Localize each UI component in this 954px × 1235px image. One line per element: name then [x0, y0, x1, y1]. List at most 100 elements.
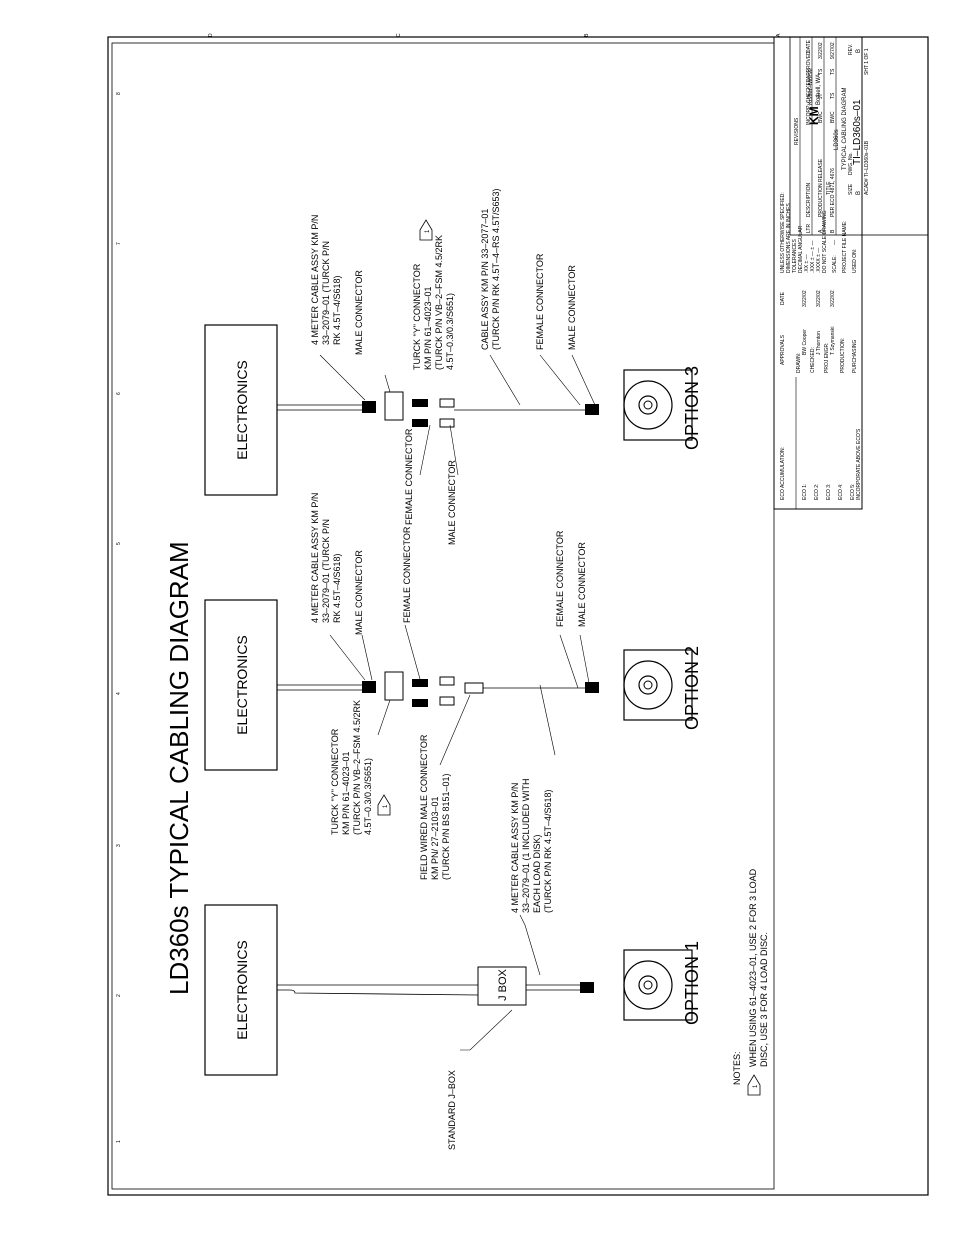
size-value: B [856, 191, 862, 195]
proj-engr-date: 3/22/02 [830, 290, 836, 307]
opt3-cable-line-2: 33–2079–01 (TURCK P/N [321, 241, 331, 345]
opt2-male-conn [362, 681, 376, 693]
diagram-title: LD360s TYPICAL CABLING DIAGRAM [164, 541, 194, 995]
tol-7: .XXXX ± — [816, 248, 822, 273]
revisions-heading: REVISIONS [794, 117, 800, 145]
opt3-cable2-line-1: CABLE ASSY KM P/N 33–2077–01 [480, 209, 490, 350]
rev-b-checked: TS [830, 92, 836, 99]
opt3-y-line-3: (TURCK P/N VB–2–FSM 4.5/2RK [434, 235, 444, 370]
tol-6: .XXX ± — ± — [810, 241, 816, 273]
opt2-cable-line-3: RK 4.5T–4/S618) [332, 553, 342, 623]
proj-engr-label: PROJ ENGR: [824, 342, 830, 373]
company-name: Kistler–Morse [808, 68, 814, 105]
drawn-label: DRAWN: [796, 353, 802, 373]
opt2-cable-line-1: 4 METER CABLE ASSY KM P/N [310, 493, 320, 623]
zone-2: 2 [116, 994, 122, 997]
zone-4: 4 [116, 692, 122, 695]
zone-d: D [208, 33, 214, 37]
rev-a-date: 3/22/02 [818, 42, 824, 59]
notes-line-2: DISC, USE 3 FOR 4 LOAD DISC. [759, 932, 769, 1067]
rev-a-ltr: A [818, 229, 824, 233]
sheet-number: SHT 1 OF 1 [864, 48, 870, 75]
opt3-male-label: MALE CONNECTOR [354, 270, 364, 355]
size-label: SIZE [848, 183, 854, 195]
zone-1: 1 [116, 1140, 122, 1143]
rev-h-date: DATE [806, 39, 812, 53]
drawn-value: BW Cooper [802, 329, 808, 355]
tol-5: .XX ± — [804, 254, 810, 273]
production-label: PRODUCTION: [840, 338, 846, 373]
opt2-female2-label: FEMALE CONNECTOR [555, 530, 565, 627]
tol-8: DO NOT SCALE DRAWING [822, 210, 828, 273]
opt2-field-line-3: (TURCK P/N BS 8151–01) [441, 773, 451, 880]
used-on-label: USED ON: [852, 249, 858, 273]
opt3-flag: 1 [425, 229, 431, 233]
scale-label: SCALE: [832, 255, 838, 273]
eco-heading: ECO ACCUMULATION: [780, 447, 786, 500]
opt3-female-label: FEMALE CONNECTOR [535, 253, 545, 350]
rev-b-incorp: BWC [830, 111, 836, 123]
opt2-y-line-4: 4.5T–0.3/0.3/S651) [363, 758, 373, 835]
eco-5: ECO 5: [850, 484, 856, 500]
option-2-label: OPTION 2 [682, 646, 702, 730]
opt2-female-label: FEMALE CONNECTOR [402, 526, 412, 623]
rev-a-checked: JT [818, 93, 824, 99]
standard-jbox-callout: STANDARD J–BOX [447, 1070, 457, 1150]
drawn-date: 3/22/02 [802, 290, 808, 307]
opt2-male2-label: MALE CONNECTOR [577, 542, 587, 627]
tol-4: DECIMAL ANGULAR [798, 225, 804, 273]
eco-4: ECO 4: [838, 484, 844, 500]
km-logo: KM [807, 106, 821, 125]
drawing-border [107, 36, 929, 1196]
rev-h-ltr: LTR [806, 224, 812, 233]
opt3-male2-label: MALE CONNECTOR [567, 265, 577, 350]
opt3-cable-line-3: RK 4.5T–4/S618) [332, 275, 342, 345]
scale-value: — [832, 240, 838, 245]
checked-value: J Thornton [816, 331, 822, 355]
opt1-cable-line-3: EACH LOAD DISK) [532, 834, 542, 913]
jbox [477, 966, 527, 1006]
tol-1: UNLESS OTHERWISE SPECIFIED: [780, 192, 786, 273]
dwg-label: DWG. No. [848, 152, 854, 175]
project-file-label: PROJECT FILE NAME: [842, 221, 848, 273]
rev-b-ltr: B [830, 229, 836, 233]
opt2-y-line-3: (TURCK P/N VB–2–FSM 4.5/2RK [352, 700, 362, 835]
notes-heading: NOTES: [732, 1051, 742, 1085]
notes-flag: 1 [753, 1084, 759, 1088]
zone-6: 6 [116, 392, 122, 395]
option-2-group: OPTION 2 TURCK "Y" CONNECTOR KM P/N 61–4… [277, 493, 702, 880]
opt1-cable-line-4: (TURCK P/N RK 4.5T–4/S618) [543, 789, 553, 913]
zone-8: 8 [116, 92, 122, 95]
notes-line-1: WHEN USING 61–4023–01, USE 2 FOR 3 LOAD [748, 868, 758, 1067]
rev-h-incorp: INCORP. [806, 105, 812, 125]
rev-label: REV. [848, 44, 854, 55]
zone-markers: 1 2 3 4 5 6 7 8 A B C D [116, 33, 782, 1143]
rev-h-checked: CHECKED [806, 78, 812, 103]
rev-value: B [856, 49, 862, 53]
opt2-y-line-2: KM P/N 61–4023–01 [341, 751, 351, 835]
revision-block: REVISIONS LTR DESCRIPTION INCORP. CHECKE… [789, 36, 929, 236]
inner-border [111, 42, 775, 1190]
opt1-connector [580, 982, 594, 993]
tol-2: DIMENSIONS ARE IN INCHES [786, 203, 792, 273]
zone-7: 7 [116, 242, 122, 245]
eco-3: ECO 3: [826, 484, 832, 500]
opt2-field-line-1: FIELD WIRED MALE CONNECTOR [419, 734, 429, 880]
title-line-2: TYPICAL CABLING DIAGRAM [842, 88, 848, 170]
electronics-label-1: ELECTRONICS [234, 940, 250, 1040]
rev-a-approved: TS [818, 68, 824, 75]
opt3-male-left-label: MALE CONNECTOR [447, 460, 457, 545]
zone-3: 3 [116, 844, 122, 847]
rev-b-date: 9/27/02 [830, 42, 836, 59]
dwg-number: TI–LD360s–01 [852, 99, 863, 165]
zone-a: A [776, 33, 782, 37]
eco-1: ECO 1: [802, 484, 808, 500]
purchasing-label: PURCHASING [852, 340, 858, 373]
opt2-cable-line-2: 33–2079–01 (TURCK P/N [321, 519, 331, 623]
jbox-label: J BOX [497, 968, 509, 1000]
rev-a-desc: PRODUCTION RELEASE [818, 158, 824, 217]
date-heading: DATE [780, 291, 786, 305]
opt3-y-line-4: 4.5T–0.3/0.3/S651) [445, 293, 455, 370]
